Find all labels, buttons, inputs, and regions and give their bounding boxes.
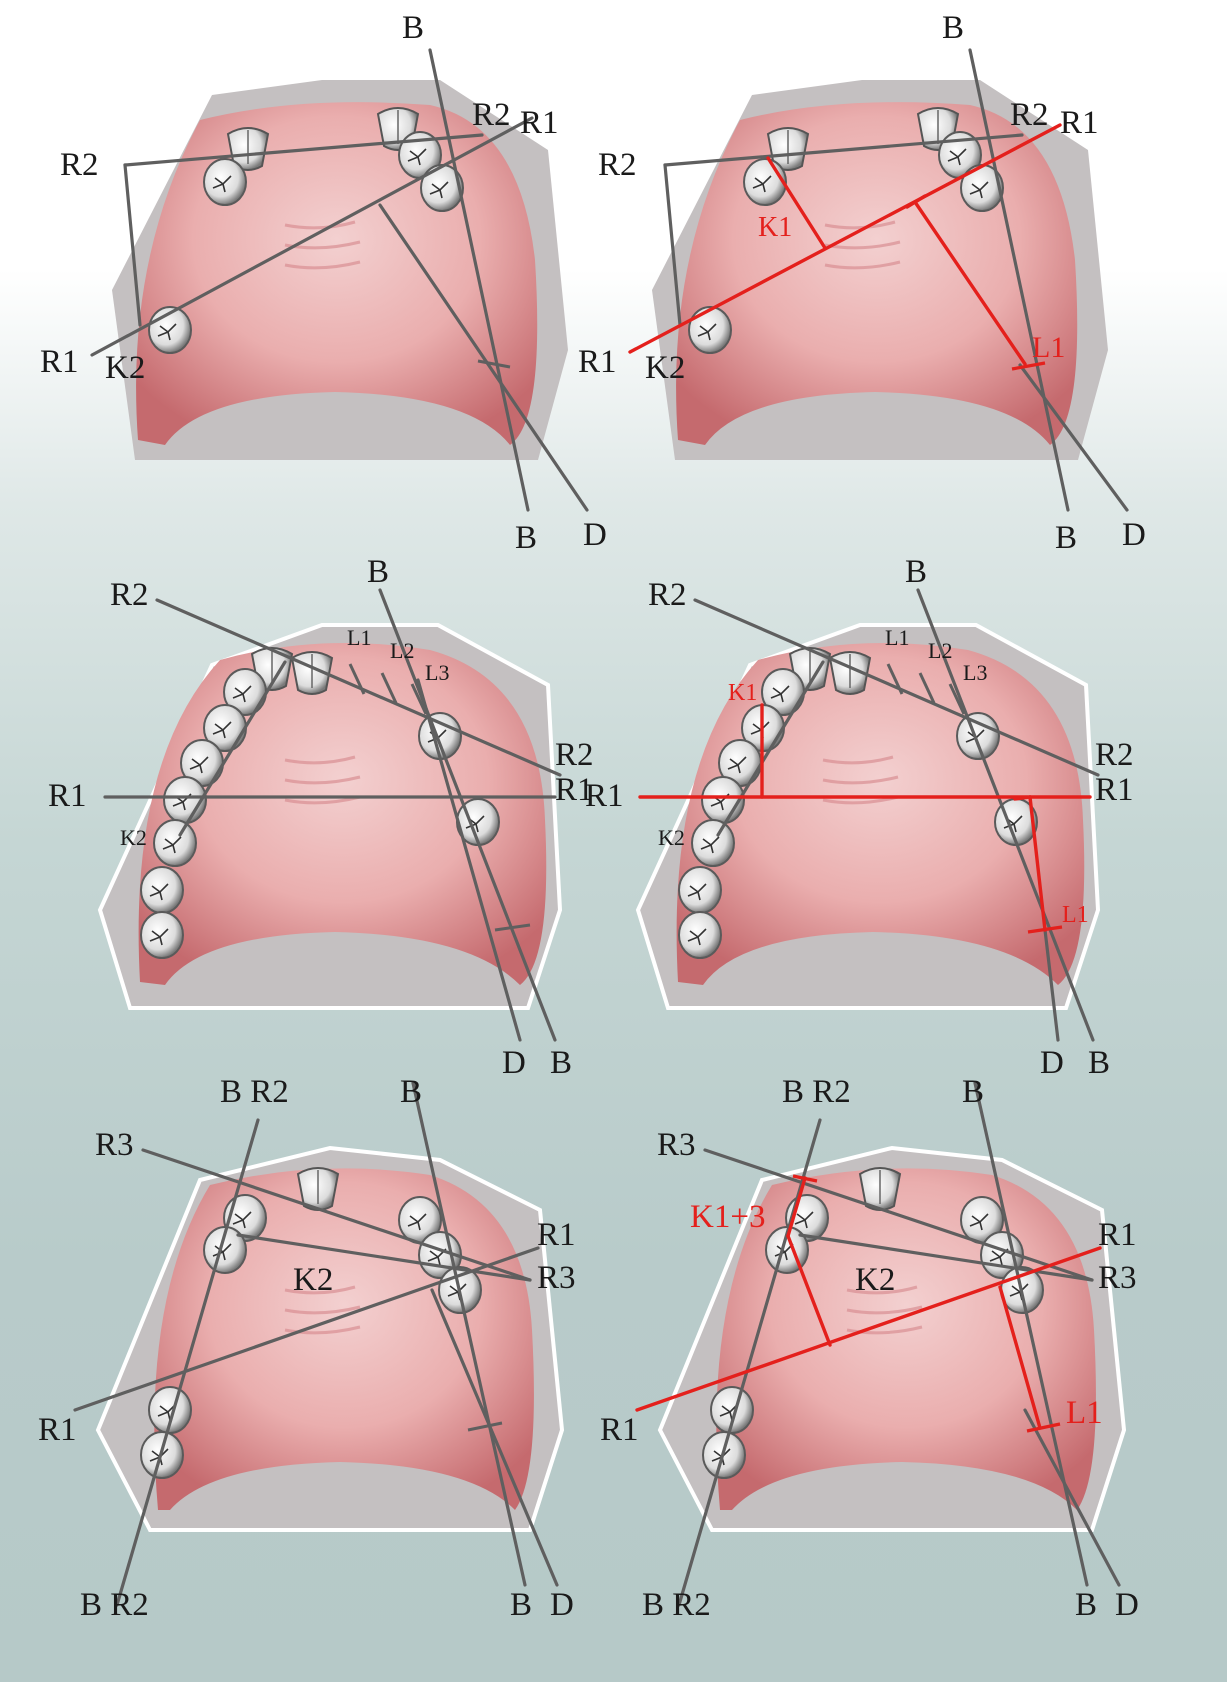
label-l1-red: L1 — [1066, 1395, 1103, 1431]
label-b-top: B — [962, 1074, 984, 1110]
label-b-bottom: B — [510, 1587, 532, 1623]
label-r1-left: R1 — [600, 1412, 639, 1448]
labels: B R2 L1 L2 L3 R2 R1 R1 K2 D B — [48, 554, 594, 1081]
label-b-bottom: B — [1088, 1045, 1110, 1081]
label-d-bottom: D — [1122, 517, 1146, 553]
label-l3: L3 — [963, 660, 987, 685]
panel-6: B R2 B R3 R1 R3 K2 R1 B R2 B D K1+3 L1 — [600, 1074, 1139, 1623]
label-b-bottom: B — [515, 520, 537, 556]
label-r2-left: R2 — [598, 147, 637, 183]
label-l2: L2 — [390, 638, 414, 663]
label-k1-3-red: K1+3 — [690, 1199, 765, 1235]
label-r1-right: R1 — [520, 105, 559, 141]
label-d-bottom: D — [550, 1587, 574, 1623]
label-b-bottom: B — [550, 1045, 572, 1081]
label-b-top: B — [367, 554, 389, 590]
label-r2-right: R2 — [555, 737, 594, 773]
label-r3-left: R3 — [95, 1127, 134, 1163]
label-r2-right: R2 — [1095, 737, 1134, 773]
label-r1-left: R1 — [585, 778, 624, 814]
label-r1-left: R1 — [48, 778, 87, 814]
label-k1-red: K1 — [728, 680, 757, 706]
labels: B R2 B R3 R1 R3 K2 R1 B R2 B D — [38, 1074, 576, 1623]
label-b-top: B — [942, 10, 964, 46]
labels: B R2 R1 R2 R1 K2 B D K1 L1 — [578, 10, 1146, 556]
label-b-bottom: B — [1055, 520, 1077, 556]
label-r3-left: R3 — [657, 1127, 696, 1163]
label-l1: L1 — [885, 625, 909, 650]
label-k2: K2 — [855, 1262, 895, 1298]
label-b-bottom: B — [1075, 1587, 1097, 1623]
label-b-top: B — [402, 10, 424, 46]
label-r2-left: R2 — [60, 147, 99, 183]
label-b-top: B — [400, 1074, 422, 1110]
label-l1-red: L1 — [1062, 902, 1089, 928]
label-r1-right: R1 — [537, 1217, 576, 1253]
labels: B R2 B R3 R1 R3 K2 R1 B R2 B D K1+3 L1 — [600, 1074, 1139, 1623]
labels: B R2 L1 L2 L3 R2 R1 R1 K2 D B K1 L1 — [585, 554, 1134, 1081]
lines — [635, 1081, 1121, 1607]
label-k1-red: K1 — [758, 212, 792, 243]
label-b-r2-top: B R2 — [782, 1074, 851, 1110]
label-d-bottom: D — [502, 1045, 526, 1081]
label-r1-right: R1 — [1095, 772, 1134, 808]
label-k2: K2 — [120, 825, 147, 850]
label-l3: L3 — [425, 660, 449, 685]
label-l1: L1 — [347, 625, 371, 650]
label-r1-left: R1 — [40, 344, 79, 380]
label-b-r2-bottom: B R2 — [80, 1587, 149, 1623]
label-k2: K2 — [645, 350, 685, 386]
label-k2: K2 — [658, 825, 685, 850]
label-r1-left: R1 — [38, 1412, 77, 1448]
lines — [638, 588, 1100, 1042]
label-l1-red: L1 — [1032, 331, 1065, 364]
label-r1-right: R1 — [555, 772, 594, 808]
label-r1-right: R1 — [1060, 105, 1099, 141]
labels: B R2 R1 R2 R1 K2 B D — [40, 10, 607, 556]
label-r2-left: R2 — [110, 577, 149, 613]
lines — [90, 48, 589, 512]
label-k2: K2 — [105, 350, 145, 386]
label-r2-right: R2 — [1010, 97, 1049, 133]
label-r3-right: R3 — [537, 1260, 576, 1296]
panel-5: B R2 B R3 R1 R3 K2 R1 B R2 B D — [38, 1074, 576, 1623]
label-l2: L2 — [928, 638, 952, 663]
label-r1-right: R1 — [1098, 1217, 1137, 1253]
label-b-top: B — [905, 554, 927, 590]
panel-4: B R2 L1 L2 L3 R2 R1 R1 K2 D B K1 L1 — [585, 554, 1134, 1081]
lines — [73, 1081, 559, 1607]
label-r1-left: R1 — [578, 344, 617, 380]
lines — [103, 588, 562, 1042]
label-b-r2-bottom: B R2 — [642, 1587, 711, 1623]
panel-1: B R2 R1 R2 R1 K2 B D — [40, 10, 607, 556]
panel-2: B R2 R1 R2 R1 K2 B D K1 L1 — [578, 10, 1146, 556]
label-r2-left: R2 — [648, 577, 687, 613]
label-d-bottom: D — [1040, 1045, 1064, 1081]
label-r2-right: R2 — [472, 97, 511, 133]
label-d-bottom: D — [583, 517, 607, 553]
label-b-r2-top: B R2 — [220, 1074, 289, 1110]
label-r3-right: R3 — [1098, 1260, 1137, 1296]
label-k2: K2 — [293, 1262, 333, 1298]
panel-3: B R2 L1 L2 L3 R2 R1 R1 K2 D B — [48, 554, 594, 1081]
lines — [628, 48, 1129, 512]
label-d-bottom: D — [1115, 1587, 1139, 1623]
